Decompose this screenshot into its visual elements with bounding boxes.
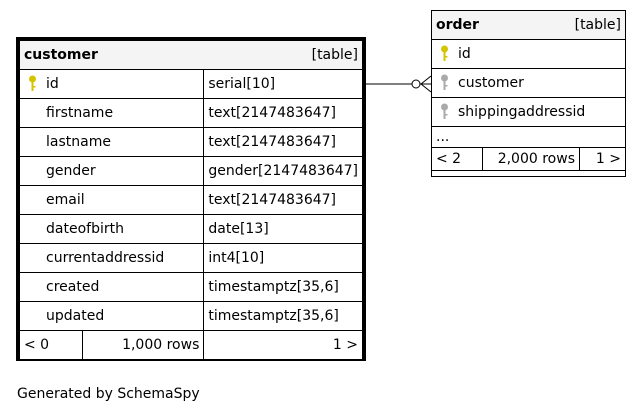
column-name-text: updated: [46, 308, 105, 324]
column-name-text: lastname: [46, 134, 111, 150]
customer-column-row[interactable]: email text[2147483647]: [18, 185, 363, 215]
crowfoot-lower: [420, 83, 432, 93]
customer-column-row[interactable]: gender gender[2147483647]: [18, 156, 363, 186]
customer-column-name: gender: [18, 156, 205, 186]
column-name-text: gender: [46, 163, 96, 179]
customer-column-row[interactable]: currentaddressid int4[10]: [18, 243, 363, 273]
order-column-name: id: [431, 39, 626, 69]
order-children: 1 >: [579, 147, 626, 171]
order-column-row[interactable]: customer: [431, 68, 626, 98]
customer-column-name: currentaddressid: [18, 243, 205, 273]
column-name-text: shippingaddressid: [458, 104, 586, 120]
customer-column-name: updated: [18, 301, 205, 331]
customer-table[interactable]: customer [table] id serial[10] firstname te…: [16, 37, 366, 361]
column-name-text: firstname: [46, 105, 114, 121]
customer-table-header[interactable]: customer [table]: [19, 40, 363, 70]
customer-row-count: 1,000 rows: [81, 330, 205, 360]
customer-column-type: gender[2147483647]: [203, 156, 363, 186]
column-name-text: email: [46, 192, 85, 208]
primary-key-icon: [441, 45, 448, 61]
column-name-text: dateofbirth: [46, 221, 124, 237]
customer-column-type: date[13]: [203, 214, 363, 244]
column-name-text: id: [46, 76, 59, 92]
customer-column-row[interactable]: firstname text[2147483647]: [18, 98, 363, 128]
order-column-row[interactable]: id: [431, 39, 626, 69]
customer-column-row[interactable]: lastname text[2147483647]: [18, 127, 363, 157]
customer-column-type: timestamptz[35,6]: [203, 301, 363, 331]
customer-column-row[interactable]: dateofbirth date[13]: [18, 214, 363, 244]
column-name-text: id: [458, 46, 471, 62]
customer-table-name: customer: [24, 47, 98, 63]
customer-column-type: int4[10]: [203, 243, 363, 273]
column-name-text: currentaddressid: [46, 250, 165, 266]
order-table-name: order: [436, 17, 479, 33]
foreign-key-icon: [441, 74, 448, 90]
order-table-type: [table]: [574, 17, 621, 33]
customer-column-type: text[2147483647]: [203, 127, 363, 157]
customer-column-type: serial[10]: [203, 69, 363, 99]
customer-column-name: email: [18, 185, 205, 215]
customer-column-name: lastname: [18, 127, 205, 157]
order-column-name: shippingaddressid: [431, 97, 626, 127]
column-name-text: customer: [458, 75, 524, 91]
customer-column-name: dateofbirth: [18, 214, 205, 244]
customer-children: 1 >: [203, 330, 363, 360]
order-table-header[interactable]: order [table]: [431, 10, 626, 40]
primary-key-icon: [29, 75, 36, 91]
order-row-count: 2,000 rows: [482, 147, 580, 171]
customer-table-type: [table]: [311, 47, 358, 63]
order-column-name: customer: [431, 68, 626, 98]
customer-column-name: firstname: [18, 98, 205, 128]
customer-column-type: text[2147483647]: [203, 98, 363, 128]
order-table[interactable]: order [table] id customer shippingaddressi…: [431, 10, 626, 177]
column-name-text: created: [46, 279, 100, 295]
customer-column-row[interactable]: id serial[10]: [18, 69, 363, 99]
customer-parents: < 0: [19, 330, 83, 360]
customer-column-name: id: [18, 69, 205, 99]
generated-by-label: Generated by SchemaSpy: [17, 386, 200, 402]
order-table-grid: order [table] id customer shippingaddressi…: [431, 10, 626, 171]
customer-table-grid: customer [table] id serial[10] firstname te…: [18, 40, 363, 360]
order-parents: < 2: [431, 147, 483, 171]
customer-column-type: timestamptz[35,6]: [203, 272, 363, 302]
crowfoot-upper: [420, 75, 432, 85]
relationship-zero-marker: [411, 79, 421, 89]
order-more-columns: ...: [431, 126, 626, 148]
customer-column-name: created: [18, 272, 205, 302]
foreign-key-icon: [441, 103, 448, 119]
order-column-row[interactable]: shippingaddressid: [431, 97, 626, 127]
customer-column-row[interactable]: updated timestamptz[35,6]: [18, 301, 363, 331]
customer-column-row[interactable]: created timestamptz[35,6]: [18, 272, 363, 302]
customer-column-type: text[2147483647]: [203, 185, 363, 215]
